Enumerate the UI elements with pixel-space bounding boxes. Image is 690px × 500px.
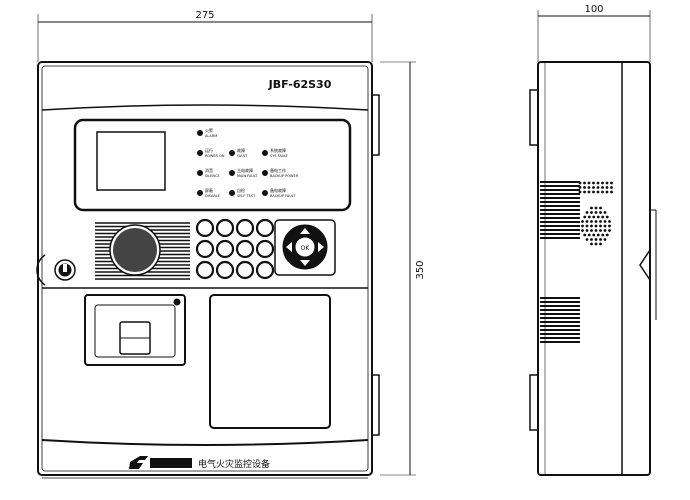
indicator-en: POWER ON [205,154,225,158]
indicator-cn: 火警 [205,127,213,133]
brand-logo [129,456,192,469]
key-button[interactable] [235,218,255,238]
depth-dimension: 100 [537,4,651,62]
key-button[interactable] [195,239,215,259]
side-view [529,61,657,476]
lcd-screen [96,131,166,191]
led-light [229,150,235,156]
indicator-cn: 屏蔽 [205,187,213,193]
led-light [197,170,203,176]
width-dimension: 275 [37,10,373,62]
indicator-en: DISABLE [205,194,220,198]
width-label: 275 [195,10,214,21]
indicator-cn: 主电故障 [237,167,253,173]
indicator-en: SELF TEST [237,194,256,198]
indicator-en: BACKUP FAULT [270,194,296,198]
printer [84,294,186,366]
indicator-en: BACKUP POWER [270,174,299,178]
depth-label: 100 [584,4,603,15]
key-button[interactable] [235,260,255,280]
key-lock[interactable] [36,254,76,286]
indicator-cn: 系统故障 [270,147,286,153]
indicator-en: FAULT [237,154,248,158]
indicator-cn: 备电工作 [270,167,286,173]
key-button[interactable] [255,260,275,280]
led-light [229,190,235,196]
led-light [229,170,235,176]
viewing-window [209,294,331,429]
hinge-top [371,94,380,156]
indicator-cn: 消音 [205,167,213,173]
product-name: 电气火灾监控设备 [198,458,270,470]
key-button[interactable] [255,218,275,238]
nav-pad[interactable]: OK [274,219,336,276]
height-dimension: 350 [380,61,426,476]
hinge-bottom [371,374,380,436]
indicator-en: SILENCE [205,174,220,178]
indicator-cn: 自检 [237,187,245,193]
indicator-cn: 故障 [237,147,245,153]
key-button[interactable] [215,260,235,280]
nav-ok[interactable]: OK [301,245,311,252]
key-button[interactable] [215,239,235,259]
indicator-en: MAIN FAULT [237,174,258,178]
led-light [262,190,268,196]
indicator-cn: 运行 [205,147,213,153]
led-light [197,130,203,136]
led-light [262,150,268,156]
height-label: 350 [415,260,426,279]
key-button[interactable] [255,239,275,259]
side-vents [540,181,613,343]
speaker-grille [95,222,190,280]
led-light [262,170,268,176]
key-button[interactable] [195,260,215,280]
led-light [197,150,203,156]
key-button[interactable] [235,239,255,259]
indicator-cn: 备电故障 [270,187,286,193]
indicator-en: SYS FAULT [270,154,289,158]
model-label: JBF-62S30 [268,78,332,91]
keypad[interactable] [195,218,275,280]
key-button[interactable] [195,218,215,238]
key-button[interactable] [215,218,235,238]
led-light [197,190,203,196]
indicator-en: ALARM [205,134,217,138]
